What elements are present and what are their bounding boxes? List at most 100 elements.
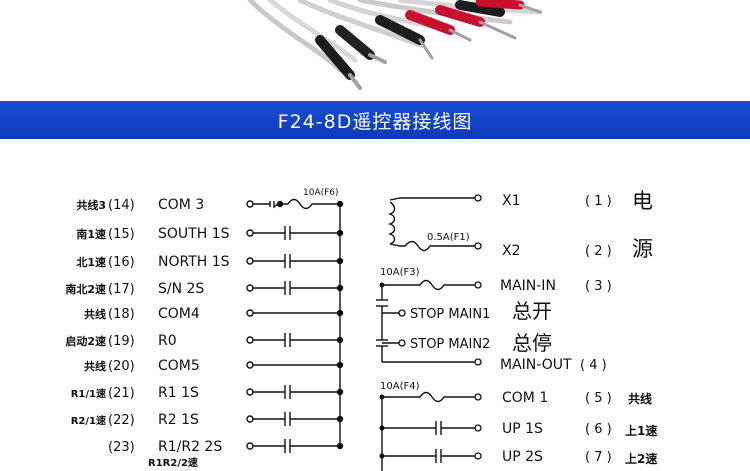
transformer-coil-icon — [387, 201, 396, 245]
row-name: R2 1S — [158, 412, 199, 428]
terminal-main-out — [474, 358, 482, 366]
row-name: COM4 — [158, 306, 200, 322]
fuse-f3-icon — [382, 279, 478, 291]
fuse-f3-label: 10A(F3) — [380, 267, 420, 278]
terminal-x1 — [474, 194, 482, 202]
com1-label: COM 1 — [502, 390, 548, 406]
main-in-num: ( 3 ) — [585, 279, 612, 294]
row-num: (18) — [108, 307, 135, 322]
row-name: R1/R2 2S — [158, 439, 222, 455]
wire-harness-icon — [247, 0, 543, 90]
bus-node-dot — [336, 257, 344, 265]
bus-node-dot — [336, 388, 344, 396]
banner-title: F24-8D遥控器接线图 — [277, 110, 473, 133]
terminal-circle — [246, 336, 254, 344]
terminal-circle — [246, 442, 254, 450]
row-desc: 南北2速 — [65, 282, 106, 296]
fuse-f4-label: 10A(F4) — [380, 381, 420, 392]
x2-label: X2 — [502, 243, 521, 259]
row-num: (17) — [108, 282, 135, 297]
row-desc: R2/1速 — [71, 414, 106, 427]
fuse-f6-icon — [253, 198, 340, 210]
bus-node-dot — [336, 336, 344, 344]
row-name: R0 — [158, 333, 177, 349]
terminal-circle — [246, 361, 254, 369]
row-num: (19) — [108, 334, 135, 349]
terminal-circle — [246, 257, 254, 265]
x1-num: ( 1 ) — [585, 194, 612, 209]
main-out-label: MAIN-OUT — [500, 357, 572, 373]
terminal-up2 — [474, 452, 482, 460]
terminal-up1 — [474, 424, 482, 432]
relay-contact-icon — [253, 412, 340, 426]
row-num: (14) — [108, 198, 135, 213]
up1-cn: 上1速 — [625, 423, 657, 438]
row-name: S/N 2S — [158, 281, 204, 297]
com1-num: ( 5 ) — [585, 391, 612, 406]
relay-contact-icon — [253, 385, 340, 399]
row-desc: 共线3 — [76, 198, 106, 212]
row-num: (21) — [108, 386, 135, 401]
terminal-circle — [246, 415, 254, 423]
bus-node-dot — [336, 284, 344, 292]
row-num: (16) — [108, 255, 135, 270]
terminal-circle — [246, 200, 254, 208]
power-char-2: 源 — [632, 237, 653, 261]
row-num: (15) — [108, 227, 135, 242]
terminal-x2 — [474, 242, 482, 250]
up1-label: UP 1S — [502, 421, 543, 437]
terminal-stop1 — [398, 309, 406, 317]
terminal-circle — [246, 284, 254, 292]
relay-contact-icon — [253, 333, 340, 347]
x2-num: ( 2 ) — [585, 244, 612, 259]
relay-contact-icon — [253, 254, 340, 268]
row-name: NORTH 1S — [158, 254, 230, 270]
bus-node-dot — [336, 442, 344, 450]
row-num: (23) — [108, 440, 135, 455]
up1-num: ( 6 ) — [585, 422, 612, 437]
terminal-circle — [246, 388, 254, 396]
fuse-f6-label: 10A(F6) — [303, 188, 339, 198]
bus-node-dot — [336, 309, 344, 317]
wire-harness-photo — [0, 0, 750, 92]
row-desc: R1/1速 — [71, 387, 106, 400]
row-desc: 共线 — [84, 359, 106, 373]
terminal-com1 — [474, 393, 482, 401]
fuse-f1-icon — [389, 240, 478, 252]
row-desc: 北1速 — [76, 255, 106, 269]
terminal-stop2 — [398, 339, 406, 347]
row-name: SOUTH 1S — [158, 226, 230, 242]
fuse-f4-icon — [382, 391, 478, 403]
main-in-label: MAIN-IN — [500, 278, 556, 294]
row-name: R1 1S — [158, 385, 199, 401]
up2-label: UP 2S — [502, 449, 543, 465]
row-name: COM 3 — [158, 197, 204, 213]
up2-num: ( 7 ) — [585, 450, 612, 465]
stop-main1-label: STOP MAIN1 — [410, 307, 490, 322]
terminal-circle — [246, 229, 254, 237]
terminal-main-in — [474, 281, 482, 289]
r1r2-sublabel: R1R2/2速 — [148, 456, 198, 469]
row-desc: 南1速 — [76, 227, 106, 241]
row-num: (20) — [108, 359, 135, 374]
bus-node-dot — [336, 361, 344, 369]
stop-main2-label: STOP MAIN2 — [410, 337, 490, 352]
bus-node-dot — [336, 415, 344, 423]
title-banner: F24-8D遥控器接线图 — [0, 101, 750, 139]
row-desc: 启动2速 — [65, 334, 106, 348]
up2-cn: 上2速 — [625, 451, 657, 466]
x1-wire — [389, 197, 478, 201]
fuse-f1-label: 0.5A(F1) — [427, 232, 470, 243]
relay-contact-icon — [253, 439, 340, 453]
row-num: (22) — [108, 413, 135, 428]
row-desc: 共线 — [84, 307, 106, 321]
stop-main1-cn: 总开 — [512, 299, 552, 323]
node-dot — [276, 200, 284, 208]
x1-label: X1 — [502, 193, 521, 209]
relay-contact-icon — [253, 281, 340, 295]
bus-node-dot — [336, 229, 344, 237]
bus-node-dot — [336, 200, 344, 208]
terminal-circle — [246, 309, 254, 317]
main-out-num: ( 4 ) — [580, 358, 607, 373]
